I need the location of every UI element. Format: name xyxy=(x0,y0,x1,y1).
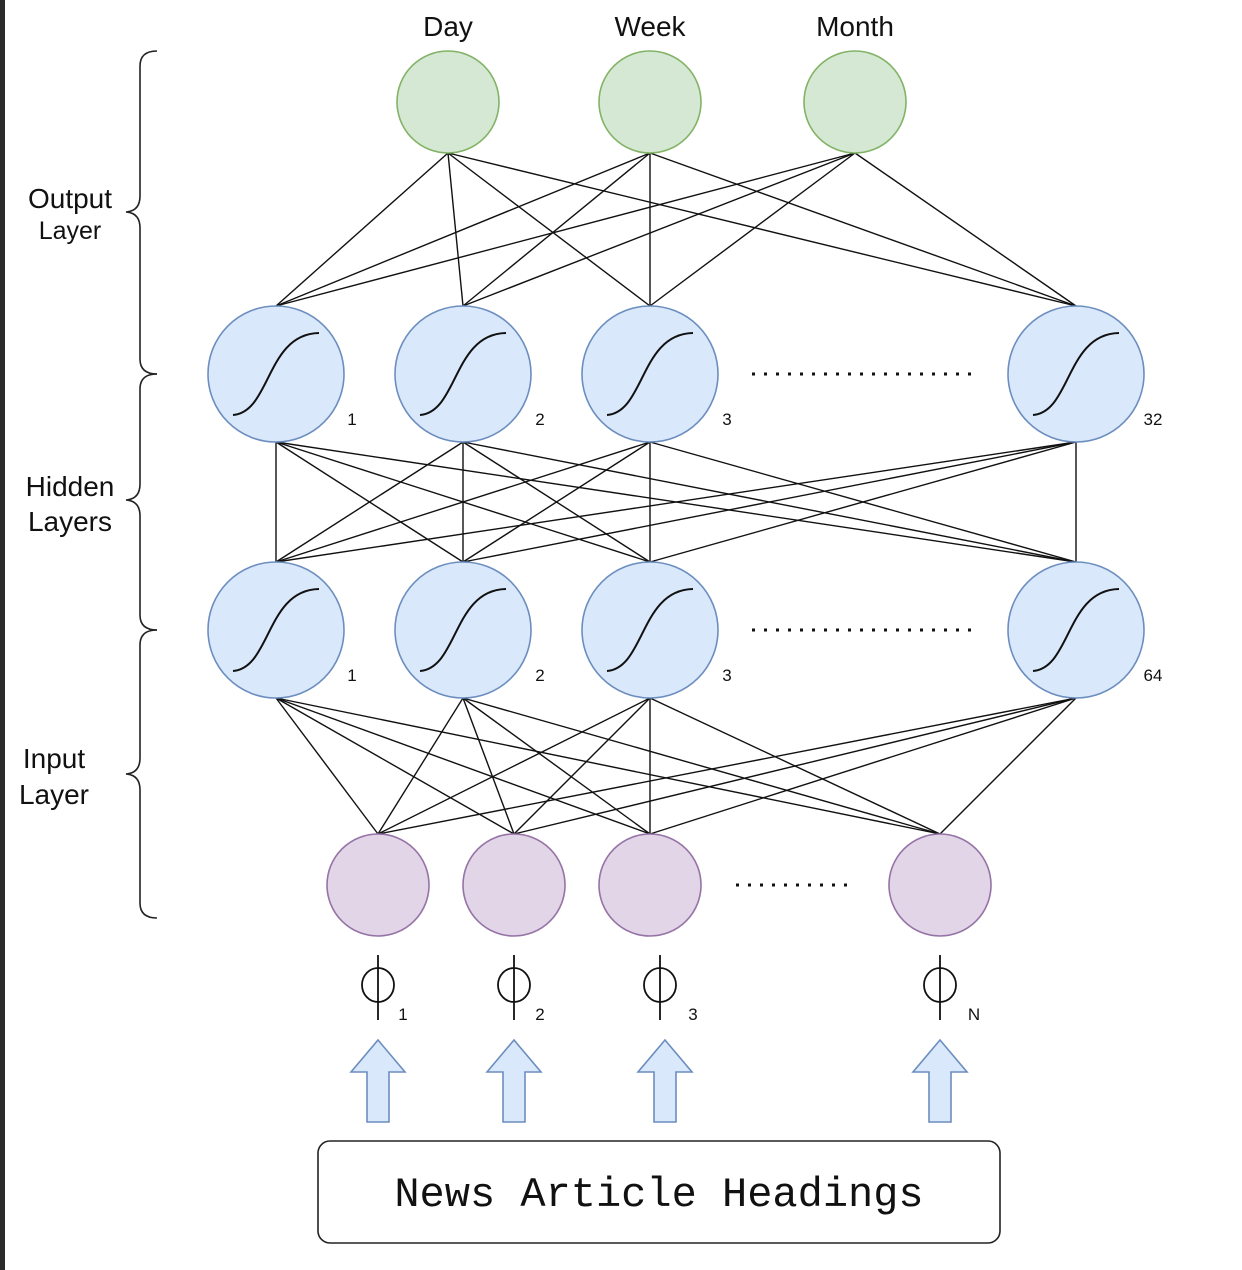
edge-hidden2-input xyxy=(275,697,651,835)
input-node xyxy=(598,833,702,937)
edge-hidden1-hidden2 xyxy=(649,441,1077,563)
edge-hidden2-input xyxy=(513,697,651,835)
edge-output-hidden1 xyxy=(447,152,1077,307)
hidden2-node xyxy=(394,561,532,699)
hidden2-node xyxy=(1007,561,1145,699)
hidden2-node xyxy=(207,561,345,699)
nodes xyxy=(207,50,1145,937)
sigmoid-icon xyxy=(232,332,320,416)
output-node xyxy=(598,50,702,154)
hidden-layers-label-2: Layers xyxy=(28,506,112,537)
edge-hidden2-input xyxy=(649,697,1077,835)
input-layer-label-1: Input xyxy=(23,743,85,774)
edge-hidden1-hidden2 xyxy=(462,441,1077,563)
input-box-label: News Article Headings xyxy=(394,1171,923,1219)
edge-hidden1-hidden2 xyxy=(275,441,1077,563)
up-arrow-icon xyxy=(485,1038,543,1123)
output-label-week: Week xyxy=(614,11,686,42)
phi-subscript: 3 xyxy=(688,1005,697,1024)
edge-hidden2-input xyxy=(275,697,941,835)
output-layer-label-1: Output xyxy=(28,183,112,214)
sigmoid-icon xyxy=(232,588,320,672)
output-layer-label-2: Layer xyxy=(39,217,102,245)
edge-hidden1-hidden2 xyxy=(275,441,464,563)
edge-hidden2-input xyxy=(462,697,941,835)
hidden1-node xyxy=(207,305,345,443)
input-box xyxy=(317,1140,1001,1244)
phi-subscript: N xyxy=(968,1005,980,1024)
input-node xyxy=(888,833,992,937)
brace-input xyxy=(125,629,158,919)
input-layer-label-2: Layer xyxy=(19,779,89,810)
sigmoid-icon xyxy=(606,332,694,416)
edge-hidden2-input xyxy=(513,697,1077,835)
connections xyxy=(275,152,1077,835)
hidden1-index: 1 xyxy=(347,410,356,429)
output-node xyxy=(803,50,907,154)
edge-hidden2-input xyxy=(462,697,515,835)
phi-subscript: 1 xyxy=(398,1005,407,1024)
edge-hidden2-input xyxy=(377,697,1077,835)
edge-output-hidden1 xyxy=(447,152,651,307)
hidden2-index: 2 xyxy=(535,666,544,685)
output-label-month: Month xyxy=(816,11,894,42)
edge-output-hidden1 xyxy=(447,152,464,307)
hidden2-index: 1 xyxy=(347,666,356,685)
output-node xyxy=(396,50,500,154)
input-arrows xyxy=(349,1038,969,1123)
edge-hidden1-hidden2 xyxy=(275,441,651,563)
hidden1-node xyxy=(1007,305,1145,443)
brace-hidden xyxy=(125,373,158,631)
edge-hidden2-input xyxy=(462,697,651,835)
output-label-day: Day xyxy=(423,11,473,42)
edge-hidden2-input xyxy=(939,697,1077,835)
edge-hidden2-input xyxy=(275,697,515,835)
edge-hidden2-input xyxy=(377,697,464,835)
hidden1-index: 32 xyxy=(1144,410,1163,429)
sigmoid-icon xyxy=(1032,588,1120,672)
edge-output-hidden1 xyxy=(462,152,856,307)
input-node xyxy=(326,833,430,937)
edge-hidden1-hidden2 xyxy=(462,441,651,563)
layer-braces xyxy=(125,50,158,919)
up-arrow-icon xyxy=(636,1038,694,1123)
sigmoid-icon xyxy=(1032,332,1120,416)
phi-subscript: 2 xyxy=(535,1005,544,1024)
edge-output-hidden1 xyxy=(649,152,856,307)
hidden-layers-label-1: Hidden xyxy=(26,471,115,502)
hidden2-index: 3 xyxy=(722,666,731,685)
hidden1-index: 2 xyxy=(535,410,544,429)
up-arrow-icon xyxy=(911,1038,969,1123)
edge-output-hidden1 xyxy=(649,152,1077,307)
hidden1-index: 3 xyxy=(722,410,731,429)
hidden2-index: 64 xyxy=(1144,666,1163,685)
hidden1-node xyxy=(394,305,532,443)
brace-output xyxy=(125,50,158,375)
input-node xyxy=(462,833,566,937)
edge-output-hidden1 xyxy=(275,152,449,307)
sigmoid-icon xyxy=(419,588,507,672)
edge-output-hidden1 xyxy=(275,152,856,307)
edge-output-hidden1 xyxy=(275,152,651,307)
hidden2-node xyxy=(581,561,719,699)
edge-hidden2-input xyxy=(377,697,651,835)
sigmoid-icon xyxy=(419,332,507,416)
up-arrow-icon xyxy=(349,1038,407,1123)
edge-output-hidden1 xyxy=(854,152,1077,307)
hidden1-node xyxy=(581,305,719,443)
edge-hidden2-input xyxy=(275,697,379,835)
edge-output-hidden1 xyxy=(462,152,651,307)
sigmoid-icon xyxy=(606,588,694,672)
window-edge xyxy=(0,0,5,1270)
feature-symbols: 1 2 3 N xyxy=(361,955,980,1024)
